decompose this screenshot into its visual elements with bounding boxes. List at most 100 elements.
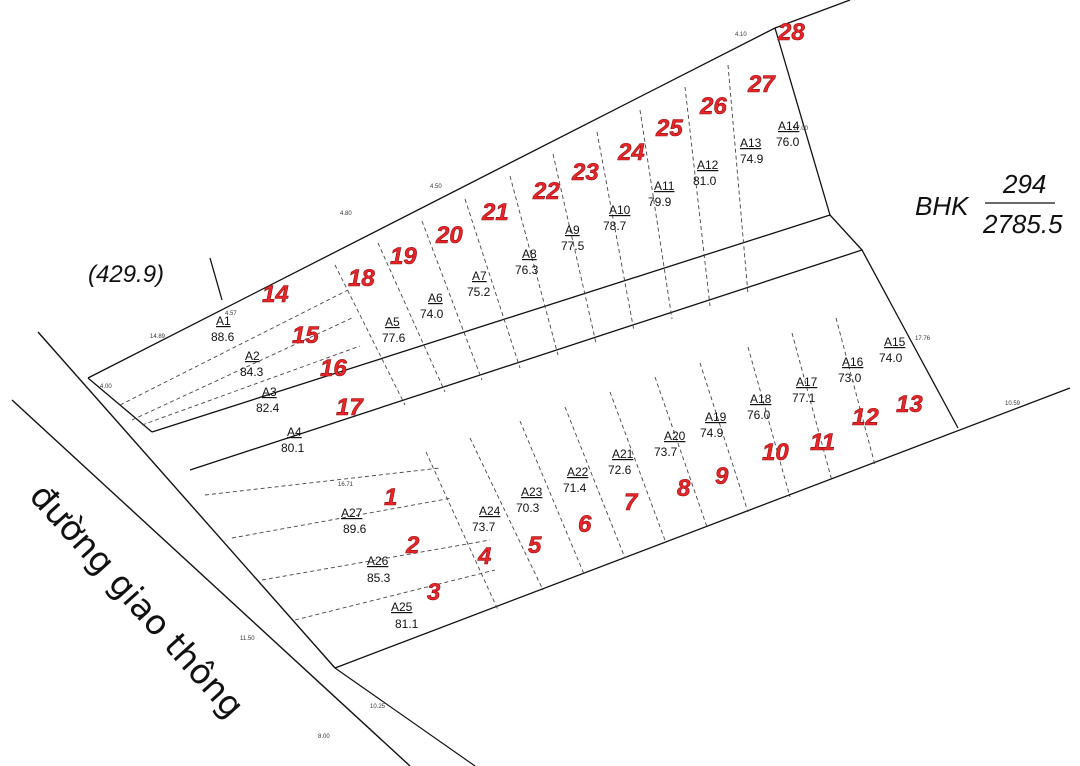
lot-id: A13 (740, 136, 762, 150)
bhk-number: 294 (1002, 169, 1046, 199)
lot-area: 79.9 (648, 195, 672, 209)
upper-lot-divisions (119, 64, 749, 426)
lot-number: 27 (747, 71, 776, 98)
lot-number: 5 (528, 532, 542, 559)
lot-number: 18 (348, 265, 375, 292)
lot-area: 82.4 (256, 401, 280, 415)
lot-area: 73.7 (654, 445, 678, 459)
block-outlines (87, 0, 1071, 669)
lot-number: 16 (320, 355, 347, 382)
upper-block-bottom (151, 214, 864, 471)
dim-label: 16.71 (338, 482, 354, 488)
dim-label: 4.57 (225, 311, 237, 317)
lot-id: A16 (842, 355, 864, 369)
lot-id: A23 (521, 485, 543, 499)
dim-label: 14.89 (150, 334, 166, 340)
lot-id: A2 (245, 349, 260, 363)
lot-area: 73.7 (472, 520, 496, 534)
dim-label: 4.00 (100, 384, 112, 390)
lot-area: 74.0 (879, 351, 903, 365)
lot-id: A5 (385, 315, 400, 329)
lot-labels: A1 88.6 A2 84.3 A3 82.4 A4 80.1 A5 77.6 … (211, 119, 906, 631)
lot-id: A21 (612, 447, 634, 461)
dim-label: 11.50 (240, 636, 255, 642)
lot-number: 23 (571, 159, 599, 186)
northeast-boundary (774, 27, 831, 216)
lot-area: 78.7 (603, 219, 627, 233)
lot-number: 28 (777, 19, 805, 46)
dim-label: 10.59 (1005, 401, 1021, 407)
lot-id: A15 (884, 335, 906, 349)
lot-number: 1 (384, 484, 397, 511)
lot-area: 77.5 (561, 239, 585, 253)
lot-id: A4 (287, 425, 302, 439)
south-boundary (334, 387, 1071, 669)
lot-id: A11 (654, 179, 675, 193)
lot-area: 74.9 (700, 426, 724, 440)
bhk-block: BHK 294 2785.5 (915, 169, 1063, 239)
lot-id: A20 (664, 429, 686, 443)
road (11, 331, 476, 766)
north-boundary (87, 0, 851, 379)
lot-number: 9 (715, 463, 729, 490)
lot-id: A22 (567, 465, 589, 479)
lot-area: 77.6 (382, 331, 406, 345)
east-boundary (861, 249, 959, 429)
dim-label: 17.00 (793, 126, 809, 132)
road-edge-outer (11, 399, 411, 766)
lot-id: A19 (705, 410, 727, 424)
lot-id: A7 (472, 269, 487, 283)
lot-number: 26 (699, 93, 727, 120)
lot-id: A8 (522, 247, 537, 261)
lot-number: 20 (435, 222, 463, 249)
lot-id: A12 (697, 158, 719, 172)
lot-area: 77.1 (792, 391, 816, 405)
dimension-labels: 4.00 4.50 4.80 4.10 17.00 17.76 10.59 11… (100, 32, 1021, 740)
lot-number: 10 (762, 439, 789, 466)
lot-id: A24 (479, 504, 501, 518)
lot-number: 24 (617, 139, 645, 166)
lot-number: 4 (477, 543, 491, 570)
lot-number: 3 (427, 579, 441, 606)
lot-number: 11 (810, 429, 835, 456)
lot-id: A10 (609, 203, 631, 217)
lot-number: 2 (405, 532, 420, 559)
lot-number: 17 (336, 394, 364, 421)
lot-area: 74.0 (420, 307, 444, 321)
lot-area: 80.1 (281, 441, 305, 455)
lot-area: 76.0 (776, 135, 800, 149)
lot-area: 89.6 (343, 522, 367, 536)
road-branch (334, 667, 476, 766)
dim-label: 10.25 (370, 704, 386, 710)
lot-area: 84.3 (240, 365, 264, 379)
dim-label: 8.00 (318, 734, 330, 740)
lot-number: 14 (262, 281, 289, 308)
lot-number: 7 (624, 489, 639, 516)
lot-area: 81.0 (693, 174, 717, 188)
lot-number: 13 (896, 391, 923, 418)
lot-number: 22 (532, 178, 560, 205)
lot-number: 19 (390, 243, 417, 270)
lot-number: 8 (677, 475, 691, 502)
lot-id: A26 (367, 554, 389, 568)
neighbor-area-label: (429.9) (88, 261, 164, 288)
lot-id: A17 (796, 375, 818, 389)
lot-area: 81.1 (395, 617, 419, 631)
bhk-label: BHK (915, 191, 970, 221)
lot-number: 25 (655, 115, 683, 142)
lot-number: 21 (481, 199, 509, 226)
lot-area: 74.9 (740, 152, 764, 166)
lot-id: A25 (391, 600, 413, 614)
dim-label: 17.76 (915, 336, 931, 342)
lot-id: A27 (341, 506, 363, 520)
lot-number: 12 (852, 404, 879, 431)
neighbor-boundary (209, 257, 223, 301)
lot-area: 88.6 (211, 330, 235, 344)
dim-label: 4.50 (430, 184, 442, 190)
lot-id: A3 (262, 385, 277, 399)
lot-numbers: 1 2 3 4 5 6 7 8 9 10 11 12 13 14 15 16 1… (262, 19, 924, 607)
lot-id: A18 (750, 392, 772, 406)
road-edge-inner (37, 331, 336, 669)
